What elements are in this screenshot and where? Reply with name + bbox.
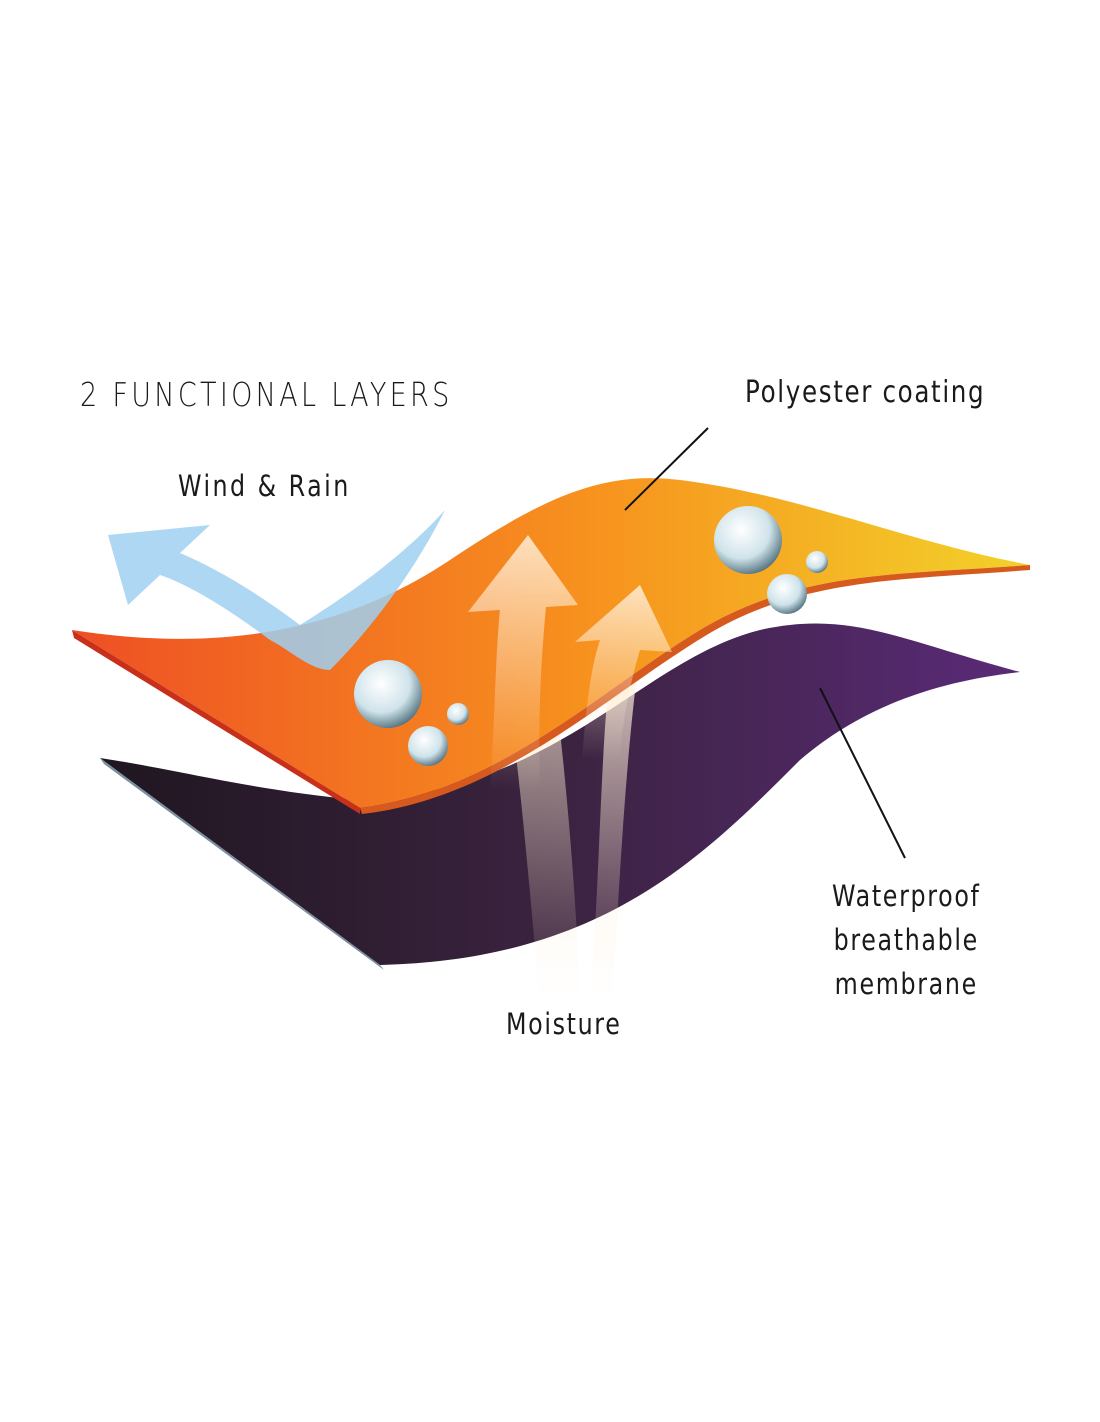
membrane-label-line1: Waterproof: [832, 879, 981, 913]
membrane-label: Waterproof breathable membrane: [832, 874, 981, 1006]
polyester-coating-label: Polyester coating: [745, 375, 986, 410]
water-drops-icon: [354, 506, 828, 766]
wind-rain-label: Wind & Rain: [178, 469, 351, 503]
wind-rain-arrow-icon: [108, 510, 445, 670]
membrane-label-line2: breathable: [833, 923, 979, 957]
membrane-leader-line: [819, 687, 906, 859]
moisture-label: Moisture: [506, 1007, 622, 1041]
polyester-leader-line: [624, 427, 709, 511]
moisture-arrows-front: [468, 535, 672, 790]
diagram-title: 2 FUNCTIONAL LAYERS: [80, 375, 453, 414]
membrane-label-line3: membrane: [834, 967, 978, 1001]
